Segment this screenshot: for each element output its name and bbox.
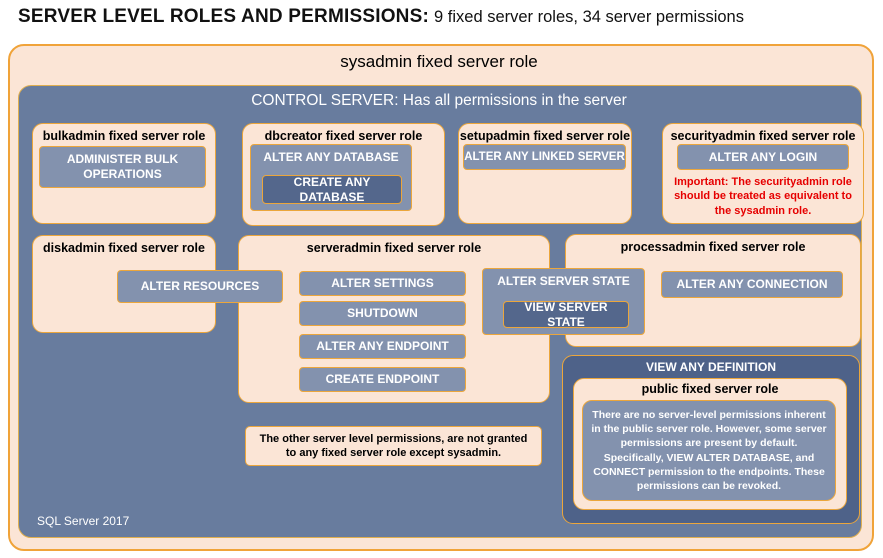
public-role-title: public fixed server role	[641, 382, 779, 396]
view-any-definition-box: VIEW ANY DEFINITION public fixed server …	[562, 355, 860, 524]
view-any-definition-label: VIEW ANY DEFINITION	[645, 360, 776, 374]
permission-create-endpoint: CREATE ENDPOINT	[299, 367, 466, 392]
permission-alter-any-login: ALTER ANY LOGIN	[677, 144, 849, 170]
permission-alter-any-database-label: ALTER ANY DATABASE	[263, 150, 399, 164]
page-title-bold: SERVER LEVEL ROLES AND PERMISSIONS:	[18, 6, 430, 27]
public-role-description: There are no server-level permissions in…	[582, 400, 836, 501]
permission-alter-any-database: ALTER ANY DATABASE CREATE ANY DATABASE	[250, 144, 412, 211]
page-title: SERVER LEVEL ROLES AND PERMISSIONS:9 fix…	[18, 6, 878, 28]
other-permissions-note: The other server level permissions, are …	[245, 426, 542, 466]
permission-alter-any-endpoint: ALTER ANY ENDPOINT	[299, 334, 466, 359]
permission-alter-settings: ALTER SETTINGS	[299, 271, 466, 296]
sysadmin-role-label: sysadmin fixed server role	[340, 52, 538, 71]
permission-shutdown: SHUTDOWN	[299, 301, 466, 326]
permission-alter-resources: ALTER RESOURCES	[117, 270, 283, 303]
permission-create-any-database: CREATE ANY DATABASE	[262, 175, 402, 204]
securityadmin-role-title: securityadmin fixed server role	[670, 129, 856, 143]
permission-alter-server-state: ALTER SERVER STATE VIEW SERVER STATE	[482, 268, 645, 335]
control-server-label: CONTROL SERVER: Has all permissions in t…	[251, 92, 627, 109]
securityadmin-role-box: securityadmin fixed server role ALTER AN…	[662, 123, 864, 224]
serveradmin-role-box: serveradmin fixed server role ALTER SETT…	[238, 235, 550, 403]
permission-view-server-state: VIEW SERVER STATE	[503, 300, 629, 329]
public-role-box: public fixed server role There are no se…	[573, 378, 847, 510]
dbcreator-role-title: dbcreator fixed server role	[264, 129, 423, 143]
permission-alter-any-linked-server: ALTER ANY LINKED SERVER	[463, 144, 626, 170]
diskadmin-role-title: diskadmin fixed server role	[43, 241, 205, 255]
setupadmin-role-box: setupadmin fixed server role ALTER ANY L…	[458, 123, 632, 224]
permission-administer-bulk-operations: ADMINISTER BULK OPERATIONS	[39, 146, 206, 188]
sql-server-version-label: SQL Server 2017	[37, 514, 130, 528]
permission-alter-server-state-label: ALTER SERVER STATE	[497, 274, 630, 288]
serveradmin-role-title: serveradmin fixed server role	[306, 241, 482, 255]
page-title-subtitle: 9 fixed server roles, 34 server permissi…	[434, 8, 744, 26]
dbcreator-role-box: dbcreator fixed server role ALTER ANY DA…	[242, 123, 445, 226]
permission-alter-any-connection: ALTER ANY CONNECTION	[661, 271, 843, 298]
bulkadmin-role-title: bulkadmin fixed server role	[42, 129, 206, 143]
setupadmin-role-title: setupadmin fixed server role	[459, 129, 631, 143]
securityadmin-warning-text: Important: The securityadmin role should…	[674, 176, 852, 217]
bulkadmin-role-box: bulkadmin fixed server role ADMINISTER B…	[32, 123, 216, 224]
processadmin-role-title: processadmin fixed server role	[620, 240, 806, 254]
